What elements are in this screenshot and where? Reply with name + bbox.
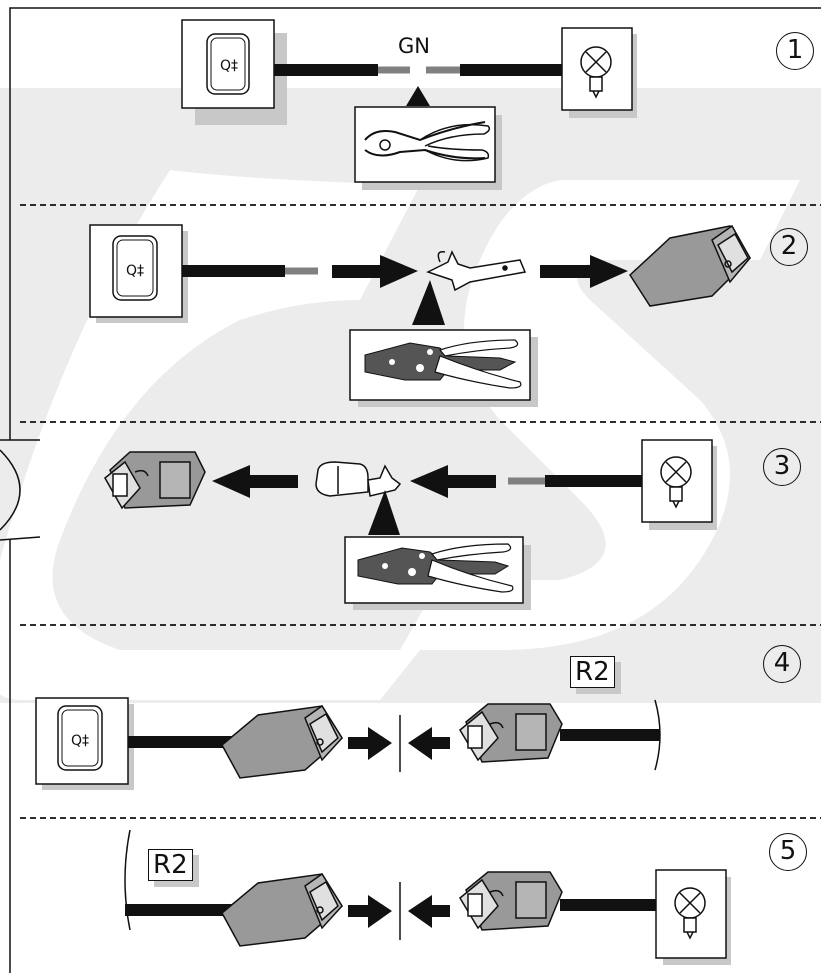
crimping-tool-icon bbox=[349, 329, 538, 407]
arrow-right bbox=[348, 895, 392, 928]
arrow-left bbox=[212, 465, 298, 498]
flat-terminal-icon bbox=[426, 250, 527, 292]
connector-housing-icon bbox=[629, 224, 751, 307]
bulb-lamp-icon bbox=[641, 439, 717, 530]
step-3 bbox=[104, 439, 717, 610]
wire-cutter-icon bbox=[354, 106, 502, 190]
female-terminal-icon bbox=[315, 461, 402, 497]
frame bbox=[0, 7, 821, 973]
step-number-1: 1 bbox=[776, 32, 814, 70]
arrow-left bbox=[408, 895, 450, 928]
fog-light-switch-icon: Q‡ bbox=[89, 224, 188, 323]
connector-socket-icon bbox=[459, 703, 563, 763]
arrow-right bbox=[540, 255, 628, 288]
connector-socket-icon bbox=[104, 451, 206, 510]
step-number-3: 3 bbox=[763, 448, 801, 486]
connector-housing-icon bbox=[221, 704, 343, 779]
connector-housing-icon bbox=[221, 872, 343, 947]
step-number-4: 4 bbox=[763, 645, 801, 683]
svg-text:Q‡: Q‡ bbox=[126, 263, 144, 279]
svg-text:Q‡: Q‡ bbox=[220, 58, 238, 74]
fog-light-switch-icon: Q‡ bbox=[181, 19, 287, 125]
fog-light-switch-icon: Q‡ bbox=[35, 697, 134, 790]
step-number-5: 5 bbox=[769, 833, 807, 871]
bulb-lamp-icon bbox=[561, 27, 637, 118]
connector-socket-icon bbox=[459, 871, 563, 931]
step-2: Q‡ bbox=[89, 224, 751, 407]
step-4: Q‡ bbox=[35, 697, 661, 790]
arrow-right bbox=[348, 727, 392, 760]
wire-color-label: GN bbox=[398, 34, 430, 58]
arrow-left bbox=[410, 465, 496, 498]
step-1: Q‡ bbox=[181, 19, 637, 190]
section-dividers bbox=[20, 204, 821, 819]
step-5 bbox=[124, 829, 731, 965]
step-number-2: 2 bbox=[770, 228, 808, 266]
svg-text:Q‡: Q‡ bbox=[71, 733, 89, 749]
wire-tag-r2: R2 bbox=[148, 849, 193, 881]
watermark-letter-s bbox=[400, 180, 800, 650]
bulb-lamp-icon bbox=[655, 869, 731, 965]
crimping-tool-icon bbox=[344, 536, 531, 610]
wire-tag-r2: R2 bbox=[570, 656, 615, 688]
arrow-left bbox=[408, 727, 450, 760]
arrow-right bbox=[332, 255, 418, 288]
